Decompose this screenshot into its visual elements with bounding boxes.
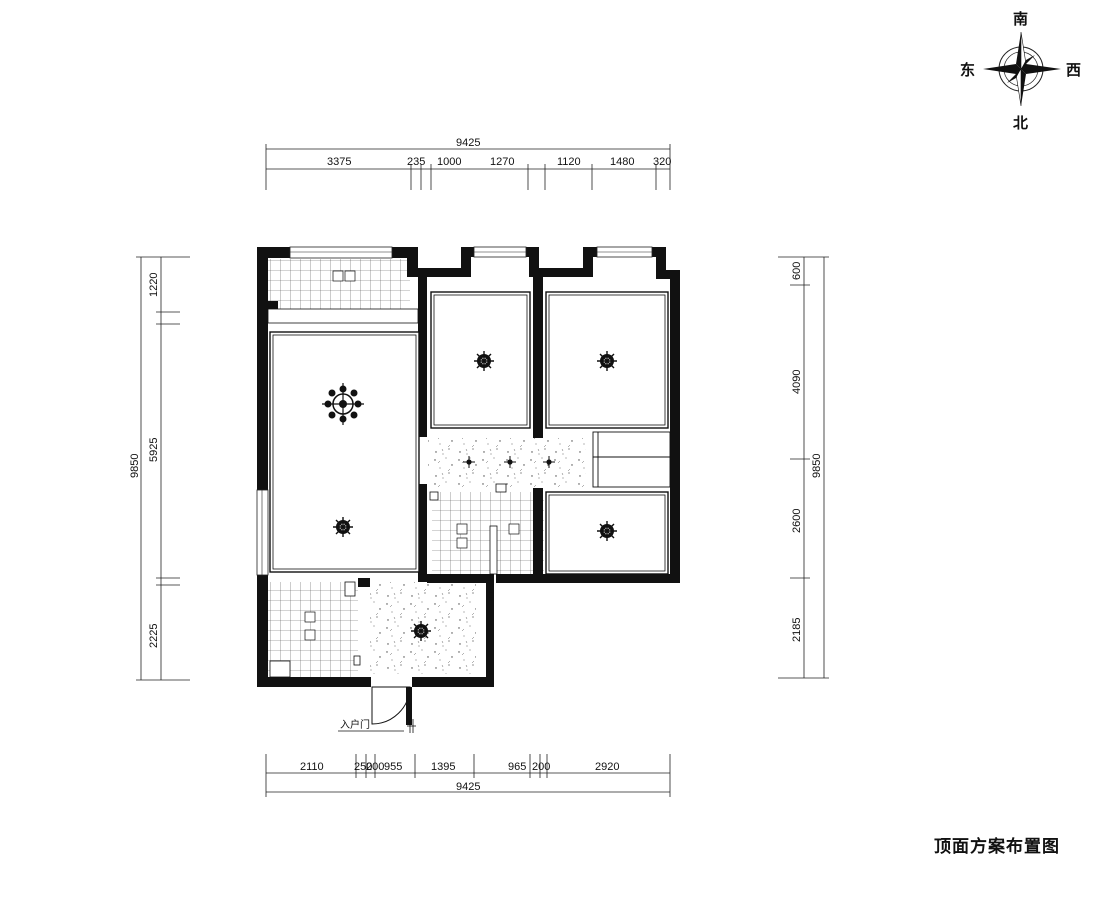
dim-left-seg-2: 5925 — [148, 438, 160, 462]
compass-west-label: 西 — [1066, 61, 1081, 79]
dim-bottom-seg-1: 2110 — [300, 761, 324, 773]
compass-north-label: 北 — [1013, 114, 1028, 132]
bottom-dimension-lines — [265, 754, 671, 797]
dim-right-seg-3: 2600 — [791, 509, 803, 533]
ceiling-lamp-icon — [596, 520, 618, 542]
floor-plan — [256, 246, 680, 733]
dim-bottom-seg-4: 955 — [384, 761, 402, 773]
dim-bottom-seg-8: 2920 — [595, 761, 619, 773]
dim-top-seg-3: 1000 — [437, 156, 461, 168]
dim-top-seg-5: 1120 — [557, 156, 581, 168]
ceiling-lamp-icon — [473, 350, 495, 372]
entry-door-icon — [371, 686, 411, 725]
dim-left-seg-1: 1220 — [148, 273, 160, 297]
dim-top-total: 9425 — [456, 137, 480, 149]
compass-rose-icon — [983, 31, 1061, 107]
chandelier-icon — [322, 383, 364, 425]
dim-right-seg-1: 600 — [791, 262, 803, 280]
dim-bottom-seg-6: 965 — [508, 761, 526, 773]
right-dimension-lines — [778, 256, 829, 679]
top-dimension-lines — [265, 144, 671, 190]
dim-right-total: 9850 — [811, 454, 823, 478]
ceiling-lamp-icon — [596, 350, 618, 372]
dim-bottom-seg-2: 250 — [354, 761, 372, 773]
corridor-ceiling — [428, 438, 586, 488]
ceiling-lamp-icon — [332, 516, 354, 538]
dim-right-seg-4: 2185 — [791, 618, 803, 642]
ceiling-lamp-icon — [410, 620, 432, 642]
compass-south-label: 南 — [1013, 10, 1028, 28]
dim-bottom-seg-5: 1395 — [431, 761, 455, 773]
dim-bottom-seg-7: 200 — [532, 761, 550, 773]
dim-top-seg-1: 3375 — [327, 156, 351, 168]
dim-left-total: 9850 — [129, 454, 141, 478]
entry-door-label: 入户门 — [340, 718, 370, 731]
dim-top-seg-6: 1480 — [610, 156, 634, 168]
living-room-ceiling — [269, 331, 420, 573]
dim-top-seg-4: 1270 — [490, 156, 514, 168]
dim-right-seg-2: 4090 — [791, 370, 803, 394]
compass-east-label: 东 — [960, 61, 975, 79]
dim-bottom-seg-3: 200 — [366, 761, 384, 773]
dim-left-seg-3: 2225 — [148, 624, 160, 648]
dim-top-seg-2: 235 — [407, 156, 425, 168]
drawing-title: 顶面方案布置图 — [934, 837, 1060, 857]
left-dimension-lines — [136, 256, 190, 681]
dim-top-seg-7: 320 — [653, 156, 671, 168]
balcony-north-tile — [268, 259, 410, 309]
kitchen-tile — [432, 492, 544, 574]
dim-bottom-total: 9425 — [456, 781, 480, 793]
